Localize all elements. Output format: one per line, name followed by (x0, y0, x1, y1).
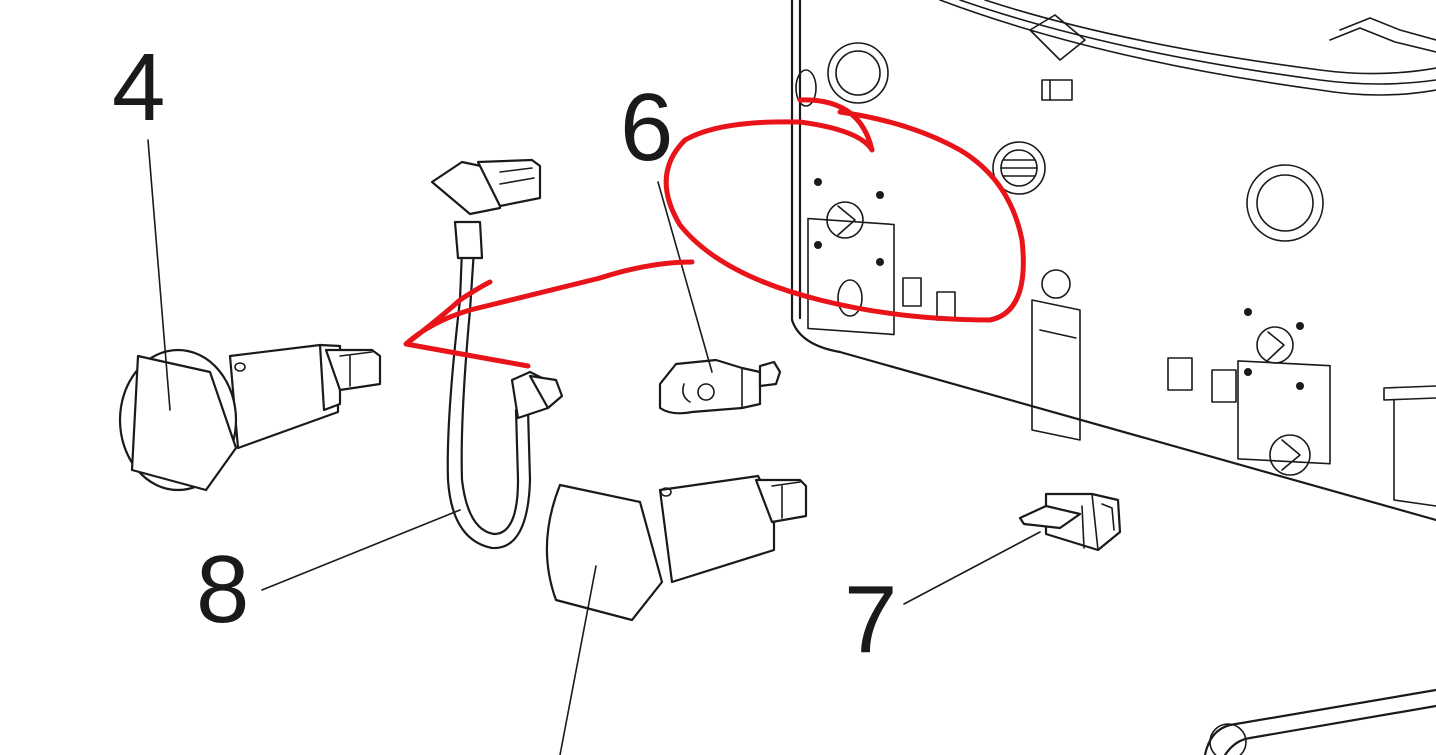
callout-4: 4 (112, 34, 165, 141)
red-circle-mark (663, 97, 1026, 323)
callout-8: 8 (196, 536, 249, 643)
leader-line-bottom (559, 565, 597, 755)
red-arrow-mark (403, 259, 695, 369)
push-switch-left (118, 343, 382, 492)
switch-socket-left (807, 178, 895, 336)
push-switch-center (545, 474, 808, 622)
leader-line-8 (261, 509, 461, 591)
leader-line-7 (903, 531, 1041, 605)
callout-numbers: 4 6 8 7 (112, 34, 897, 673)
leader-line-4 (147, 139, 171, 411)
connector-plug (1018, 492, 1122, 552)
housing-panel (790, 0, 1436, 755)
switch-socket-right (1237, 308, 1331, 465)
callout-7: 7 (844, 566, 897, 673)
wire-harness (430, 158, 564, 550)
leader-lines (147, 139, 1041, 755)
red-annotation (403, 97, 1026, 369)
bracket-clip (658, 358, 782, 415)
leader-line-6 (657, 181, 713, 373)
callout-6: 6 (620, 74, 673, 181)
